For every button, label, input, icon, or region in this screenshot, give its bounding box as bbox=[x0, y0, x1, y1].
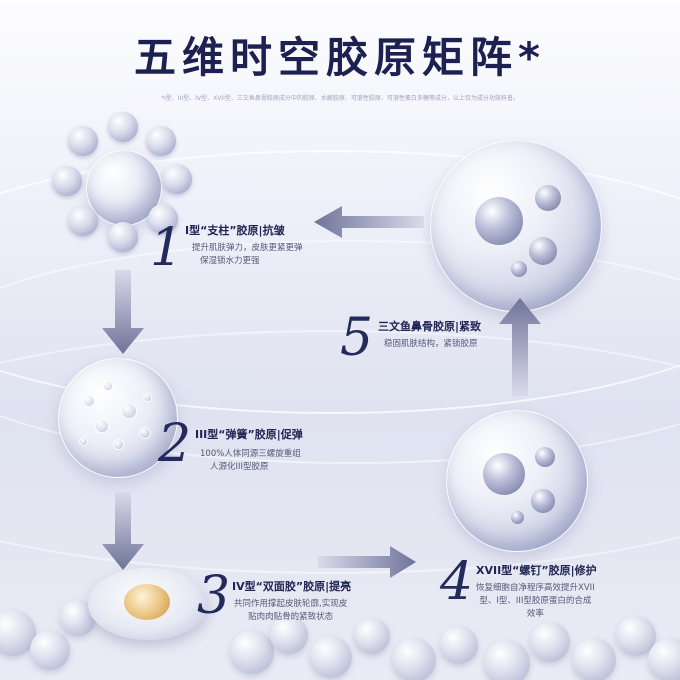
floor-bead bbox=[310, 636, 352, 678]
desc-line: 提升肌肤弹力，皮肤更紧更弹 bbox=[192, 243, 303, 253]
bead bbox=[108, 222, 138, 252]
bead bbox=[148, 204, 178, 234]
floor-bead bbox=[440, 626, 478, 664]
step-label: I型“支柱”胶原|抗皱 bbox=[185, 224, 285, 237]
floor-bead bbox=[530, 622, 570, 662]
floor-bead bbox=[648, 638, 680, 680]
bubble bbox=[121, 403, 137, 419]
desc-line: 100%人体同源三螺旋重组 bbox=[200, 449, 301, 459]
step-description: 稳固肌肤结构，紧锁胶原 bbox=[384, 338, 478, 351]
core bbox=[535, 185, 561, 211]
step-description: 100%人体同源三螺旋重组 人源化III型胶原 bbox=[200, 448, 301, 474]
step-number: 3 bbox=[197, 566, 231, 626]
step-description: 恢复细胞自净程序高效提升XVII 型、I型、III型胶原蛋白的合成 效率 bbox=[476, 582, 595, 620]
floor-bead bbox=[30, 630, 70, 670]
bubble bbox=[103, 381, 113, 391]
desc-line: 贴肉肉贴骨的紧致状态 bbox=[248, 611, 334, 622]
core bbox=[511, 261, 527, 277]
core bbox=[511, 511, 524, 524]
bead bbox=[108, 112, 138, 142]
step-label: III型“弹簧”胶原|促弹 bbox=[195, 428, 303, 441]
type-3-collagen-bubble-sphere bbox=[58, 358, 178, 478]
bead bbox=[162, 164, 192, 194]
bead-floor bbox=[0, 560, 680, 680]
core bbox=[531, 489, 555, 513]
step-number: 1 bbox=[150, 218, 184, 278]
bubble bbox=[79, 437, 88, 446]
step-number: 2 bbox=[158, 414, 192, 474]
desc-line: 恢复细胞自净程序高效提升XVII bbox=[476, 583, 595, 593]
step-label: 三文鱼鼻骨胶原|紧致 bbox=[378, 320, 482, 333]
bubble bbox=[139, 427, 151, 439]
footnote: *I型、III型、IV型、XVII型、三文鱼鼻骨胶原成分中的胶原、水解胶原、可溶… bbox=[161, 95, 519, 102]
bead bbox=[52, 166, 82, 196]
core bbox=[529, 237, 557, 265]
step-label: IV型“双面胶”胶原|提亮 bbox=[232, 580, 352, 593]
bubble bbox=[143, 393, 152, 402]
desc-line: 型、I型、III型胶原蛋白的合成 bbox=[479, 595, 592, 606]
step-number: 5 bbox=[340, 308, 374, 368]
bubble bbox=[95, 419, 109, 433]
arrow-3-to-4 bbox=[318, 546, 416, 578]
floor-bead bbox=[572, 638, 616, 680]
salmon-collagen-sphere bbox=[430, 140, 602, 312]
page-title: 五维时空胶原矩阵* bbox=[134, 33, 546, 82]
bead bbox=[68, 206, 98, 236]
type-4-collagen-disc bbox=[88, 568, 208, 640]
type-17-collagen-sphere bbox=[446, 410, 588, 552]
step-label: XVII型“螺钉”胶原|修护 bbox=[476, 564, 597, 577]
floor-bead bbox=[230, 630, 274, 674]
floor-bead bbox=[484, 640, 530, 680]
desc-line: 保湿锁水力更强 bbox=[200, 255, 260, 266]
desc-line: 稳固肌肤结构，紧锁胶原 bbox=[384, 339, 478, 349]
type-1-collagen-illustration bbox=[48, 112, 198, 262]
step-description: 提升肌肤弹力，皮肤更紧更弹 保湿锁水力更强 bbox=[192, 242, 303, 268]
floor-bead bbox=[392, 638, 436, 680]
arrow-1-to-2 bbox=[102, 270, 144, 354]
desc-line: 共同作用撑起皮肤轮廓,实现皮 bbox=[234, 599, 348, 609]
arrow-5-to-1 bbox=[314, 206, 424, 238]
center-sphere bbox=[86, 150, 162, 226]
core bbox=[535, 447, 555, 467]
desc-line: 人源化III型胶原 bbox=[210, 461, 269, 472]
bead bbox=[146, 126, 176, 156]
gold-core bbox=[124, 584, 170, 620]
core bbox=[475, 197, 523, 245]
bubble bbox=[113, 439, 124, 450]
arrow-4-to-5 bbox=[499, 298, 541, 396]
floor-bead bbox=[270, 616, 308, 654]
core bbox=[483, 453, 525, 495]
bubble bbox=[83, 395, 95, 407]
floor-bead bbox=[354, 618, 390, 654]
arrow-2-to-3 bbox=[102, 492, 144, 570]
step-number: 4 bbox=[440, 552, 474, 612]
desc-line: 效率 bbox=[526, 608, 544, 619]
background-wave bbox=[0, 330, 680, 574]
step-description: 共同作用撑起皮肤轮廓,实现皮 贴肉肉贴骨的紧致状态 bbox=[234, 598, 347, 624]
bead bbox=[68, 126, 98, 156]
